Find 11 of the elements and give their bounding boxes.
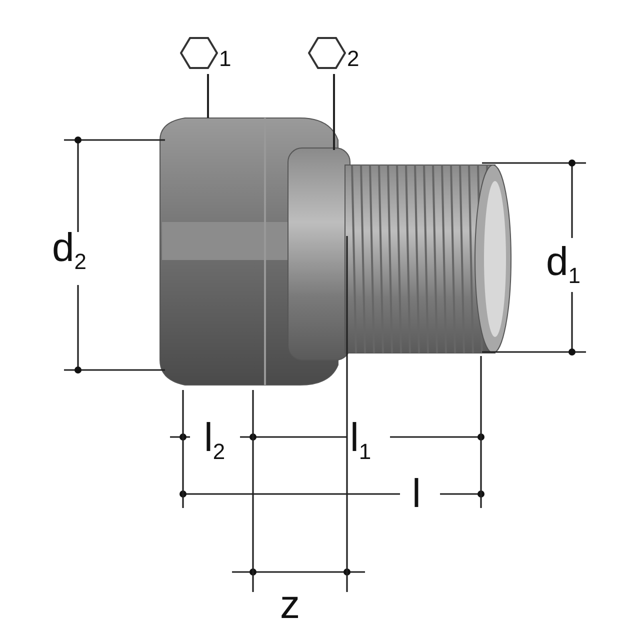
dimension-label: z (280, 585, 300, 625)
dimension-label: l (412, 474, 421, 514)
callout-number: 2 (347, 48, 360, 70)
threaded-nipple-drawing (288, 148, 512, 360)
dimension-label: d$_{2}$ (52, 228, 86, 268)
callout-number: 1 (219, 48, 232, 70)
dimension-label: l$_{2}$ (204, 418, 226, 458)
dimension-label: l$_{1}$ (350, 418, 372, 458)
dimension-label: d$_{1}$ (546, 242, 580, 282)
leader-line (207, 74, 209, 118)
leader-line (333, 74, 335, 150)
